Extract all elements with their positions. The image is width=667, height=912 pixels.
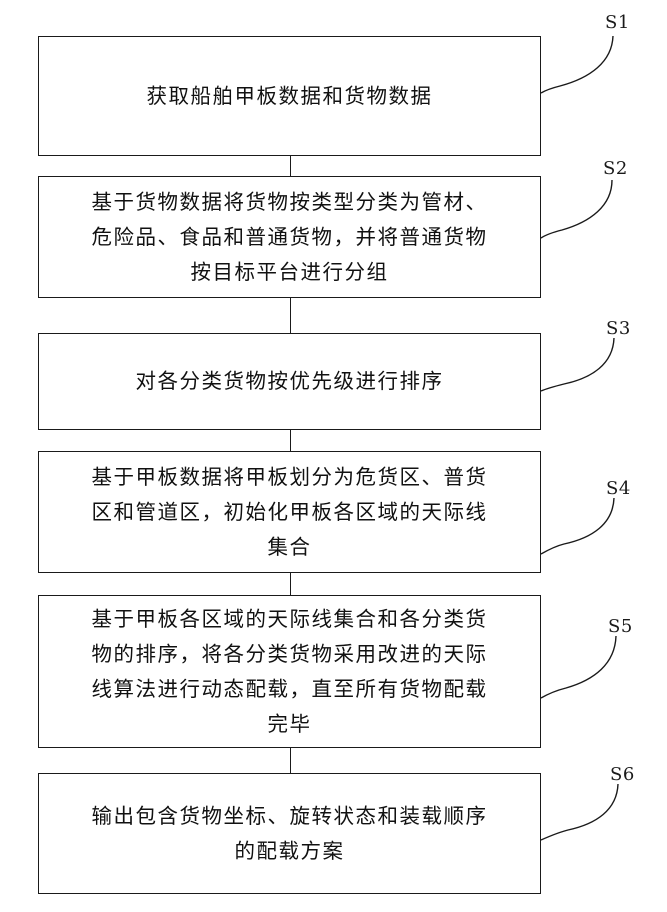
leader-s4 [541,498,614,554]
step-box-s2: 基于货物数据将货物按类型分类为管材、 危险品、食品和普通货物，并将普通货物 按目… [38,176,541,298]
step-text-s2: 基于货物数据将货物按类型分类为管材、 危险品、食品和普通货物，并将普通货物 按目… [80,185,500,290]
leader-s2 [541,180,612,238]
leader-s5 [541,636,616,698]
leader-s3 [541,338,614,391]
step-box-s1: 获取船舶甲板数据和货物数据 [38,36,541,156]
step-text-s3: 对各分类货物按优先级进行排序 [124,364,456,399]
step-label-s2: S2 [603,158,628,179]
step-label-s4: S4 [606,478,631,499]
connector-s4-s5 [290,572,291,596]
step-box-s6: 输出包含货物坐标、旋转状态和装载顺序 的配载方案 [38,773,541,894]
step-box-s3: 对各分类货物按优先级进行排序 [38,333,541,430]
step-label-s1: S1 [605,12,630,33]
step-text-s5: 基于甲板各区域的天际线集合和各分类货 物的排序，将各分类货物采用改进的天际 线算… [80,602,500,742]
step-text-s4: 基于甲板数据将甲板划分为危货区、普货 区和管道区，初始化甲板各区域的天际线 集合 [80,460,500,565]
leader-s6 [541,784,618,840]
step-label-s5: S5 [608,616,633,637]
connector-s1-s2 [290,155,291,177]
connector-s3-s4 [290,429,291,452]
step-box-s4: 基于甲板数据将甲板划分为危货区、普货 区和管道区，初始化甲板各区域的天际线 集合 [38,451,541,573]
step-box-s5: 基于甲板各区域的天际线集合和各分类货 物的排序，将各分类货物采用改进的天际 线算… [38,595,541,748]
connector-s2-s3 [290,297,291,334]
step-label-s6: S6 [610,764,635,785]
step-text-s1: 获取船舶甲板数据和货物数据 [135,79,445,114]
leader-s1 [541,36,613,93]
step-label-s3: S3 [606,318,631,339]
connector-s5-s6 [290,747,291,774]
step-text-s6: 输出包含货物坐标、旋转状态和装载顺序 的配载方案 [80,799,500,869]
